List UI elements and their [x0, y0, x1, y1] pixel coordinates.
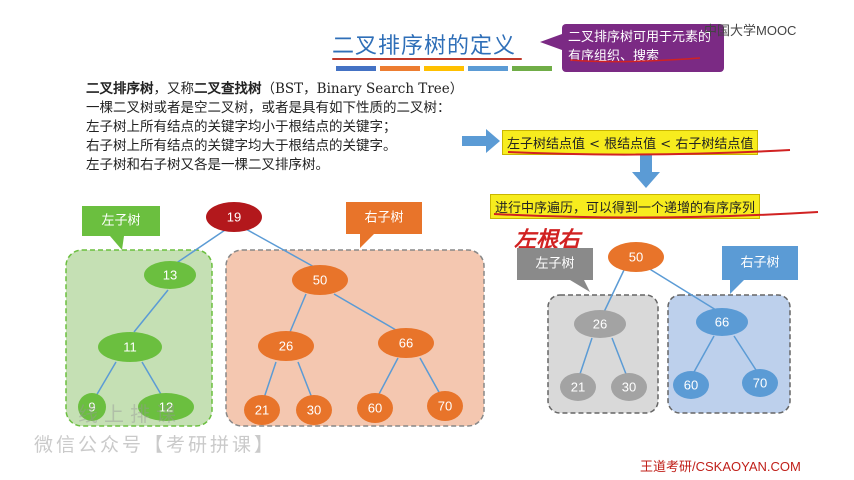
svg-text:30: 30 — [307, 403, 321, 418]
svg-text:9: 9 — [88, 400, 95, 415]
definition-term: 二叉排序树 — [86, 81, 154, 97]
svg-text:70: 70 — [753, 376, 767, 391]
svg-text:30: 30 — [622, 380, 636, 395]
tree-node: 13 — [144, 261, 196, 289]
svg-text:13: 13 — [163, 268, 177, 283]
title-underline — [332, 58, 522, 60]
definition-english: （BST，Binary Search Tree） — [261, 81, 464, 97]
page-title: 二叉排序树的定义 — [332, 34, 517, 59]
underline-stroke — [493, 211, 819, 219]
svg-text:26: 26 — [593, 317, 607, 332]
svg-text:11: 11 — [123, 340, 137, 355]
tree-node: 9 — [78, 393, 106, 421]
definition-line: 左子树和右子树又各是一棵二叉排序树。 — [86, 157, 329, 173]
tree-node: 66 — [378, 328, 434, 358]
tree-node: 21 — [244, 395, 280, 425]
svg-text:60: 60 — [368, 401, 382, 416]
right-subtree-tag: 右子树 — [722, 246, 798, 294]
left-subtree-tag: 左子树 — [82, 206, 160, 250]
svg-text:50: 50 — [313, 273, 327, 288]
color-bar-segment — [468, 66, 508, 71]
tree-edges — [579, 267, 757, 375]
mooc-logo: 中国大学MOOC — [704, 23, 797, 38]
svg-text:60: 60 — [684, 378, 698, 393]
definition-also-called: 二叉查找树 — [194, 81, 262, 97]
svg-text:50: 50 — [629, 250, 643, 265]
callout-tail — [540, 34, 562, 50]
tree-node: 12 — [138, 393, 194, 421]
definition-line: 右子树上所有结点的关键字均大于根结点的关键字。 — [86, 138, 397, 154]
svg-text:66: 66 — [715, 315, 729, 330]
callout-box: 二叉排序树可用于元素的有序组织、搜索 — [562, 24, 724, 72]
arrow-right-icon — [462, 129, 500, 153]
arrow-down-icon — [632, 154, 660, 188]
left-subtree-tag: 左子树 — [517, 248, 593, 292]
definition-line: 左子树上所有结点的关键字均小于根结点的关键字； — [86, 119, 397, 135]
tree-node: 50 — [292, 265, 348, 295]
tree-node: 21 — [560, 373, 596, 401]
right-subtree-tag: 右子树 — [346, 202, 422, 248]
color-bar-segment — [424, 66, 464, 71]
tree-node: 66 — [696, 308, 748, 336]
definition-line: 一棵二叉树或者是空二叉树，或者是具有如下性质的二叉树： — [86, 100, 451, 116]
left-subtree-label: 左子树 — [535, 257, 574, 272]
watermark-line: 微信公众号【考研拼课】 — [34, 434, 277, 456]
right-subtree-label: 右子树 — [364, 211, 403, 226]
color-bar-segment — [380, 66, 420, 71]
watermark-line: 线上排课 — [78, 402, 182, 426]
svg-text:26: 26 — [279, 339, 293, 354]
color-bar-segment — [336, 66, 376, 71]
svg-text:12: 12 — [159, 400, 173, 415]
definition-also-prefix: ，又称 — [153, 81, 195, 97]
right-subtree-label: 右子树 — [740, 256, 779, 271]
tree-node: 11 — [98, 332, 162, 362]
color-bar-segment — [512, 66, 552, 71]
right-subtree-region — [225, 249, 485, 427]
tree-node: 26 — [258, 331, 314, 361]
tree-node-root: 19 — [206, 202, 262, 232]
tree-node: 30 — [611, 373, 647, 401]
svg-text:21: 21 — [571, 380, 585, 395]
tree-node: 30 — [296, 395, 332, 425]
svg-text:70: 70 — [438, 399, 452, 414]
svg-text:66: 66 — [399, 336, 413, 351]
svg-text:21: 21 — [255, 403, 269, 418]
tree-node: 70 — [742, 369, 778, 397]
tree-edges — [95, 227, 441, 399]
underline-stroke — [569, 57, 701, 63]
left-subtree-label: 左子树 — [101, 214, 140, 229]
footer-brand: 王道考研/CSKAOYAN.COM — [640, 459, 801, 474]
tree-node: 26 — [574, 310, 626, 338]
tree-node-root: 50 — [608, 242, 664, 272]
tree-node: 60 — [673, 371, 709, 399]
definition-text: 二叉排序树，又称二叉查找树（BST，Binary Search Tree） 一棵… — [86, 80, 476, 175]
ordering-rule: 左子树结点值 < 根结点值 < 右子树结点值 — [502, 130, 759, 155]
svg-text:19: 19 — [227, 210, 241, 225]
underline-stroke — [507, 149, 791, 156]
tree-node: 70 — [427, 391, 463, 421]
tree-node: 60 — [357, 393, 393, 423]
